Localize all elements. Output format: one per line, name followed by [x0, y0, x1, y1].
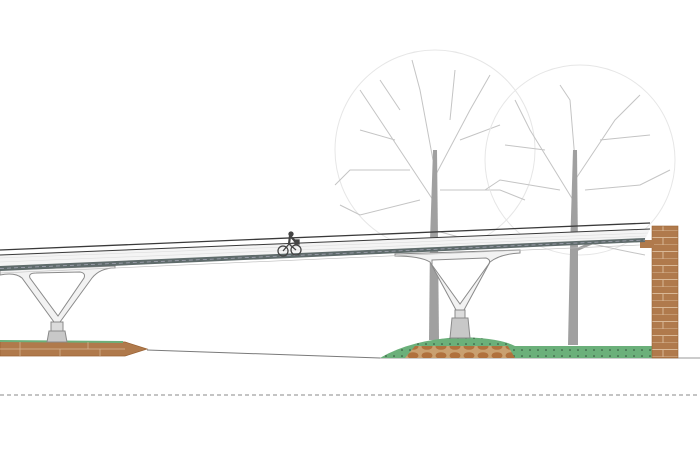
right-pier [394, 249, 521, 339]
handrail [0, 222, 651, 251]
left-pier [0, 265, 116, 343]
left-abutment [0, 340, 149, 357]
bearing-corbel [640, 240, 654, 248]
ground-line [146, 349, 381, 359]
bridge-deck [0, 222, 651, 274]
handrail [0, 228, 651, 256]
tree-left [334, 49, 536, 340]
right-embankment [380, 337, 655, 358]
brick-column [651, 225, 679, 359]
tree-right [484, 64, 676, 345]
cyclist-figure [277, 231, 302, 257]
tree-trunk [568, 150, 578, 345]
